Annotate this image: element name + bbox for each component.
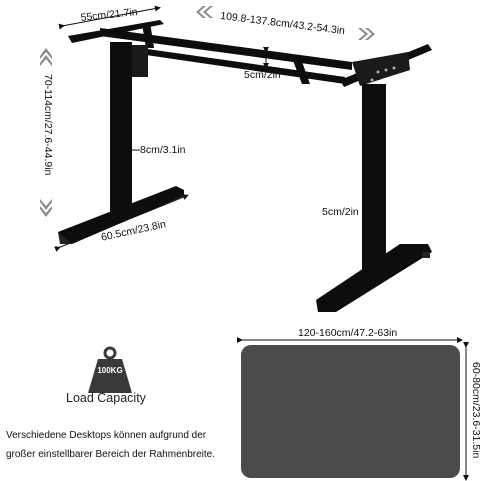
right-leg [316,84,432,312]
tabletop-depth-label: 60-80cm/23.6-31.5in [470,362,480,459]
depth-dimension-line [58,5,161,30]
tabletop-width-label: 120-160cm/47.2-63in [298,327,398,339]
width-arrows [196,6,375,40]
column-width-label: 8cm/3.1in [140,144,186,156]
note-line-2: großer einstellbarer Bereich der Rahmenb… [6,449,215,460]
foot-length-line [54,194,189,252]
column-depth-label: 5cm/2in [322,206,359,218]
beam-height-label: 5cm/2in [244,69,281,81]
tabletop-swatch [241,345,460,478]
left-leg [58,42,184,244]
frame-width-note: Verschiedene Desktops können aufgrund de… [6,426,238,464]
load-capacity-caption: Load Capacity [66,391,146,405]
height-range-label: 70-114cm/27.6-44.9in [42,74,54,176]
weight-label: 100KG [97,366,123,375]
weight-icon [88,346,132,393]
height-arrows [40,48,52,217]
note-line-1: Verschiedene Desktops können aufgrund de… [6,430,207,441]
top-frame [68,20,432,87]
